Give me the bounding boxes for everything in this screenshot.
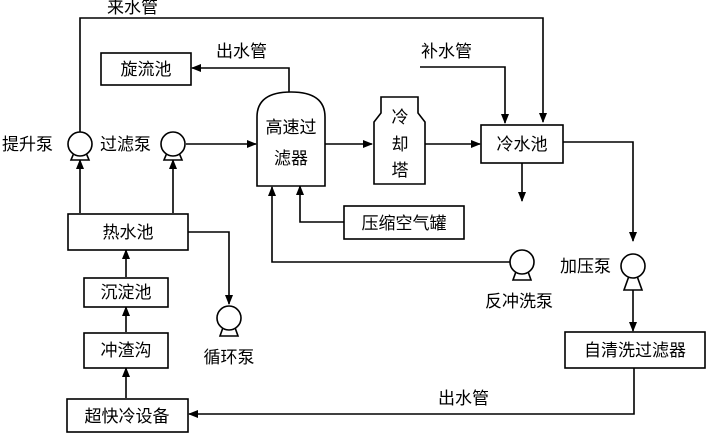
air-tank-to-filter-line (296, 185, 344, 223)
cooling-tower-label-3: 塔 (392, 161, 409, 181)
super-cold-equipment-label: 超快冷设备 (85, 407, 170, 427)
lift-pump-label: 提升泵 (2, 135, 53, 155)
circulation-pump-label: 循环泵 (204, 348, 255, 368)
outlet-pipe-top-label: 出水管 (216, 42, 267, 62)
self-clean-filter: 自清洗过滤器 (564, 331, 706, 369)
cooling-tower-label-1: 冷 (392, 108, 409, 128)
swirl-pool-label: 旋流池 (121, 60, 172, 80)
settling-pool: 沉淀池 (83, 277, 169, 308)
cooling-tower-label-2: 却 (392, 135, 409, 155)
compressed-air-tank: 压缩空气罐 (343, 205, 465, 240)
high-speed-filter-label-top: 高速过 (266, 118, 317, 138)
hot-pool: 热水池 (67, 213, 189, 251)
super-cold-equipment: 超快冷设备 (66, 398, 189, 433)
settling-pool-label: 沉淀池 (101, 283, 152, 303)
lift-pump: 提升泵 (2, 131, 93, 161)
flush-ditch: 冲渣沟 (83, 332, 169, 369)
cold-pool: 冷水池 (480, 124, 564, 164)
makeup-pipe-label: 补水管 (421, 42, 472, 62)
hot-pool-to-circulation-pump-line (188, 231, 233, 305)
hot-pool-label: 热水池 (103, 223, 154, 243)
self-clean-filter-label: 自清洗过滤器 (584, 341, 686, 361)
inlet-pipe-label: 来水管 (107, 0, 158, 18)
outlet-pipe-bottom-label: 出水管 (438, 389, 489, 409)
inlet-pipe-line (79, 17, 547, 132)
cold-pool-to-booster-pump-line (563, 141, 637, 242)
filter-pump-label: 过滤泵 (100, 135, 151, 155)
cold-pool-label: 冷水池 (497, 135, 548, 155)
compressed-air-tank-label: 压缩空气罐 (362, 214, 447, 234)
high-speed-filter: 高速过 滤器 (256, 91, 326, 187)
filter-to-swirl-pool-line (191, 64, 290, 92)
self-clean-filter-to-super-cold-line (188, 368, 635, 418)
flush-ditch-label: 冲渣沟 (101, 341, 152, 361)
backwash-pump-label: 反冲洗泵 (485, 292, 553, 312)
booster-pump: 加压泵 (560, 253, 646, 291)
makeup-pipe-line (420, 66, 509, 124)
high-speed-filter-label-bottom: 滤器 (274, 149, 308, 169)
circulation-pump: 循环泵 (204, 305, 255, 368)
backwash-pump: 反冲洗泵 (485, 249, 553, 312)
cooling-tower: 冷 却 塔 (373, 96, 426, 185)
swirl-pool: 旋流池 (100, 52, 192, 86)
booster-pump-label: 加压泵 (560, 257, 611, 277)
flow-lines (76, 17, 637, 418)
backwash-to-filter-line (268, 186, 510, 263)
filter-pump: 过滤泵 (100, 131, 186, 161)
